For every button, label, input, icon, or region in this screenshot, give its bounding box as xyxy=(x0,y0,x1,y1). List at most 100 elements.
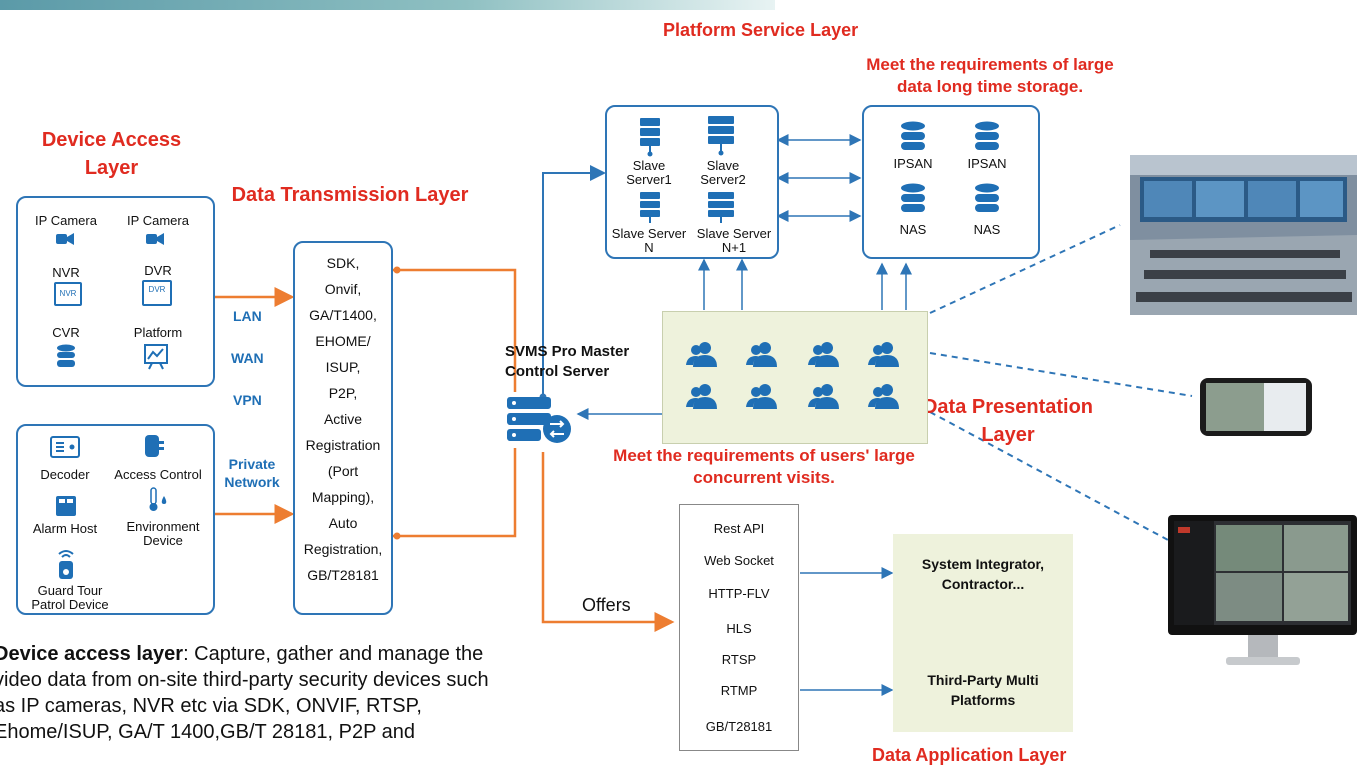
system-integrator-label: System Integrator, Contractor... xyxy=(921,556,1045,592)
data-application-layer-title: Data Application Layer xyxy=(872,745,1067,765)
top-gradient-bar xyxy=(0,0,775,10)
protocol-item: GB/T28181 xyxy=(307,567,379,583)
device-box-top: IP Camera IP Camera NVR NVR DVR DVR CVR … xyxy=(16,196,215,387)
protocol-item: Mapping), xyxy=(311,489,375,505)
master-slave-link xyxy=(542,165,606,395)
storage-label: NAS xyxy=(899,222,927,237)
control-room-image xyxy=(1130,155,1357,315)
api-item: HLS xyxy=(726,621,752,636)
dvr-icon: DVR xyxy=(142,280,172,306)
api-item: GB/T28181 xyxy=(705,719,773,734)
thermometer-icon xyxy=(149,487,167,511)
wan-label: WAN xyxy=(231,350,264,366)
users-icon xyxy=(868,342,899,367)
protocol-item: GA/T1400, xyxy=(309,307,377,323)
master-server-icon xyxy=(507,397,571,443)
slave-server-box: Slave Server1 Slave Server2 Slave Server… xyxy=(605,105,779,259)
camera-icon xyxy=(146,233,164,245)
protocol-item: ISUP, xyxy=(325,359,361,375)
storage-label: IPSAN xyxy=(967,156,1007,171)
users-icon xyxy=(868,384,899,409)
data-transmission-layer-title: Data Transmission Layer xyxy=(231,184,469,206)
device-access-layer-title: Device Access Layer xyxy=(41,129,182,179)
protocol-item: Auto xyxy=(328,515,358,531)
database-icon xyxy=(57,344,75,367)
environment-device-label: Environment Device xyxy=(126,519,200,548)
description-text: Device access layer: Capture, gather and… xyxy=(0,641,674,745)
users-icon xyxy=(746,342,777,367)
transmission-master-link xyxy=(393,268,517,392)
storage-box: IPSAN IPSAN NAS NAS xyxy=(862,105,1040,259)
transmission-master-link-2 xyxy=(393,448,517,538)
guard-tour-icon xyxy=(58,550,74,579)
database-icon xyxy=(901,121,925,150)
protocol-item: Registration xyxy=(305,437,381,453)
database-icon xyxy=(975,183,999,212)
protocol-item: P2P, xyxy=(328,385,358,401)
offers-label: Offers xyxy=(582,595,631,615)
guard-tour-label: Guard Tour Patrol Device xyxy=(31,583,109,612)
slave-server-label: Slave Server N xyxy=(611,226,687,255)
users-panel xyxy=(662,311,928,444)
slave-server-label: Slave Server1 xyxy=(626,158,672,187)
users-icon xyxy=(686,384,717,409)
description-line-4: Ehome/ISUP, GA/T 1400,GB/T 28181, P2P an… xyxy=(0,721,416,743)
storage-note: Meet the requirements of large data long… xyxy=(866,55,1114,96)
server-icon xyxy=(708,192,734,223)
platform-label: Platform xyxy=(133,325,183,340)
alarm-host-icon xyxy=(56,496,76,516)
users-icon xyxy=(746,384,777,409)
database-icon xyxy=(901,183,925,212)
users-icon xyxy=(808,384,839,409)
protocol-item: (Port xyxy=(327,463,359,479)
alarm-host-label: Alarm Host xyxy=(32,521,98,536)
lan-label: LAN xyxy=(233,308,262,324)
dvr-label: DVR xyxy=(144,263,172,278)
access-control-label: Access Control xyxy=(114,467,202,482)
third-party-label: Third-Party Multi Platforms xyxy=(927,672,1039,708)
protocol-item: Onvif, xyxy=(324,281,362,297)
api-item: HTTP-FLV xyxy=(708,586,770,601)
protocol-item: EHOME/ xyxy=(315,333,371,349)
server-icon xyxy=(640,118,660,157)
server-icon xyxy=(708,116,734,156)
platform-service-layer-title: Platform Service Layer xyxy=(663,20,859,40)
private-network-label: Private Network xyxy=(224,456,280,490)
device-box-bottom: Decoder Access Control Alarm Host Enviro… xyxy=(16,424,215,615)
vpn-label: VPN xyxy=(233,392,262,408)
database-icon xyxy=(975,121,999,150)
ip-camera-label-2: IP Camera xyxy=(127,213,189,228)
storage-label: NAS xyxy=(973,222,1001,237)
api-box: Rest API Web Socket HTTP-FLV HLS RTSP RT… xyxy=(679,504,799,751)
storage-label: IPSAN xyxy=(893,156,933,171)
platform-chart-icon xyxy=(144,344,168,370)
server-icon xyxy=(640,192,660,223)
monitor-image xyxy=(1168,515,1357,665)
master-server-label: SVMS Pro Master Control Server xyxy=(505,343,630,380)
decoder-label: Decoder xyxy=(40,467,90,482)
access-control-icon xyxy=(145,435,164,457)
api-item: RTSP xyxy=(721,652,757,667)
description-line-3: as IP cameras, NVR etc via SDK, ONVIF, R… xyxy=(0,695,422,717)
description-line-1: Device access layer: Capture, gather and… xyxy=(0,641,674,667)
description-line-2: video data from on-site third-party secu… xyxy=(0,669,489,691)
slave-server-label: Slave Server N+1 xyxy=(696,226,772,255)
camera-icon xyxy=(56,233,74,245)
consumers-panel: System Integrator, Contractor... Third-P… xyxy=(893,534,1073,732)
users-icon xyxy=(686,342,717,367)
protocol-box: SDK, Onvif, GA/T1400, EHOME/ ISUP, P2P, … xyxy=(293,241,393,615)
users-icon xyxy=(808,342,839,367)
protocol-item: Active xyxy=(323,411,363,427)
api-item: RTMP xyxy=(720,683,758,698)
users-note: Meet the requirements of users' large co… xyxy=(613,446,915,487)
cvr-label: CVR xyxy=(52,325,80,340)
nvr-icon: NVR xyxy=(54,282,82,306)
offers-link xyxy=(541,452,675,632)
protocol-item: Registration, xyxy=(303,541,383,557)
decoder-icon xyxy=(50,436,80,458)
description-heading: Device access layer xyxy=(0,643,184,665)
ip-camera-label: IP Camera xyxy=(35,213,97,228)
api-item: Rest API xyxy=(713,521,765,536)
nvr-label: NVR xyxy=(52,265,80,280)
